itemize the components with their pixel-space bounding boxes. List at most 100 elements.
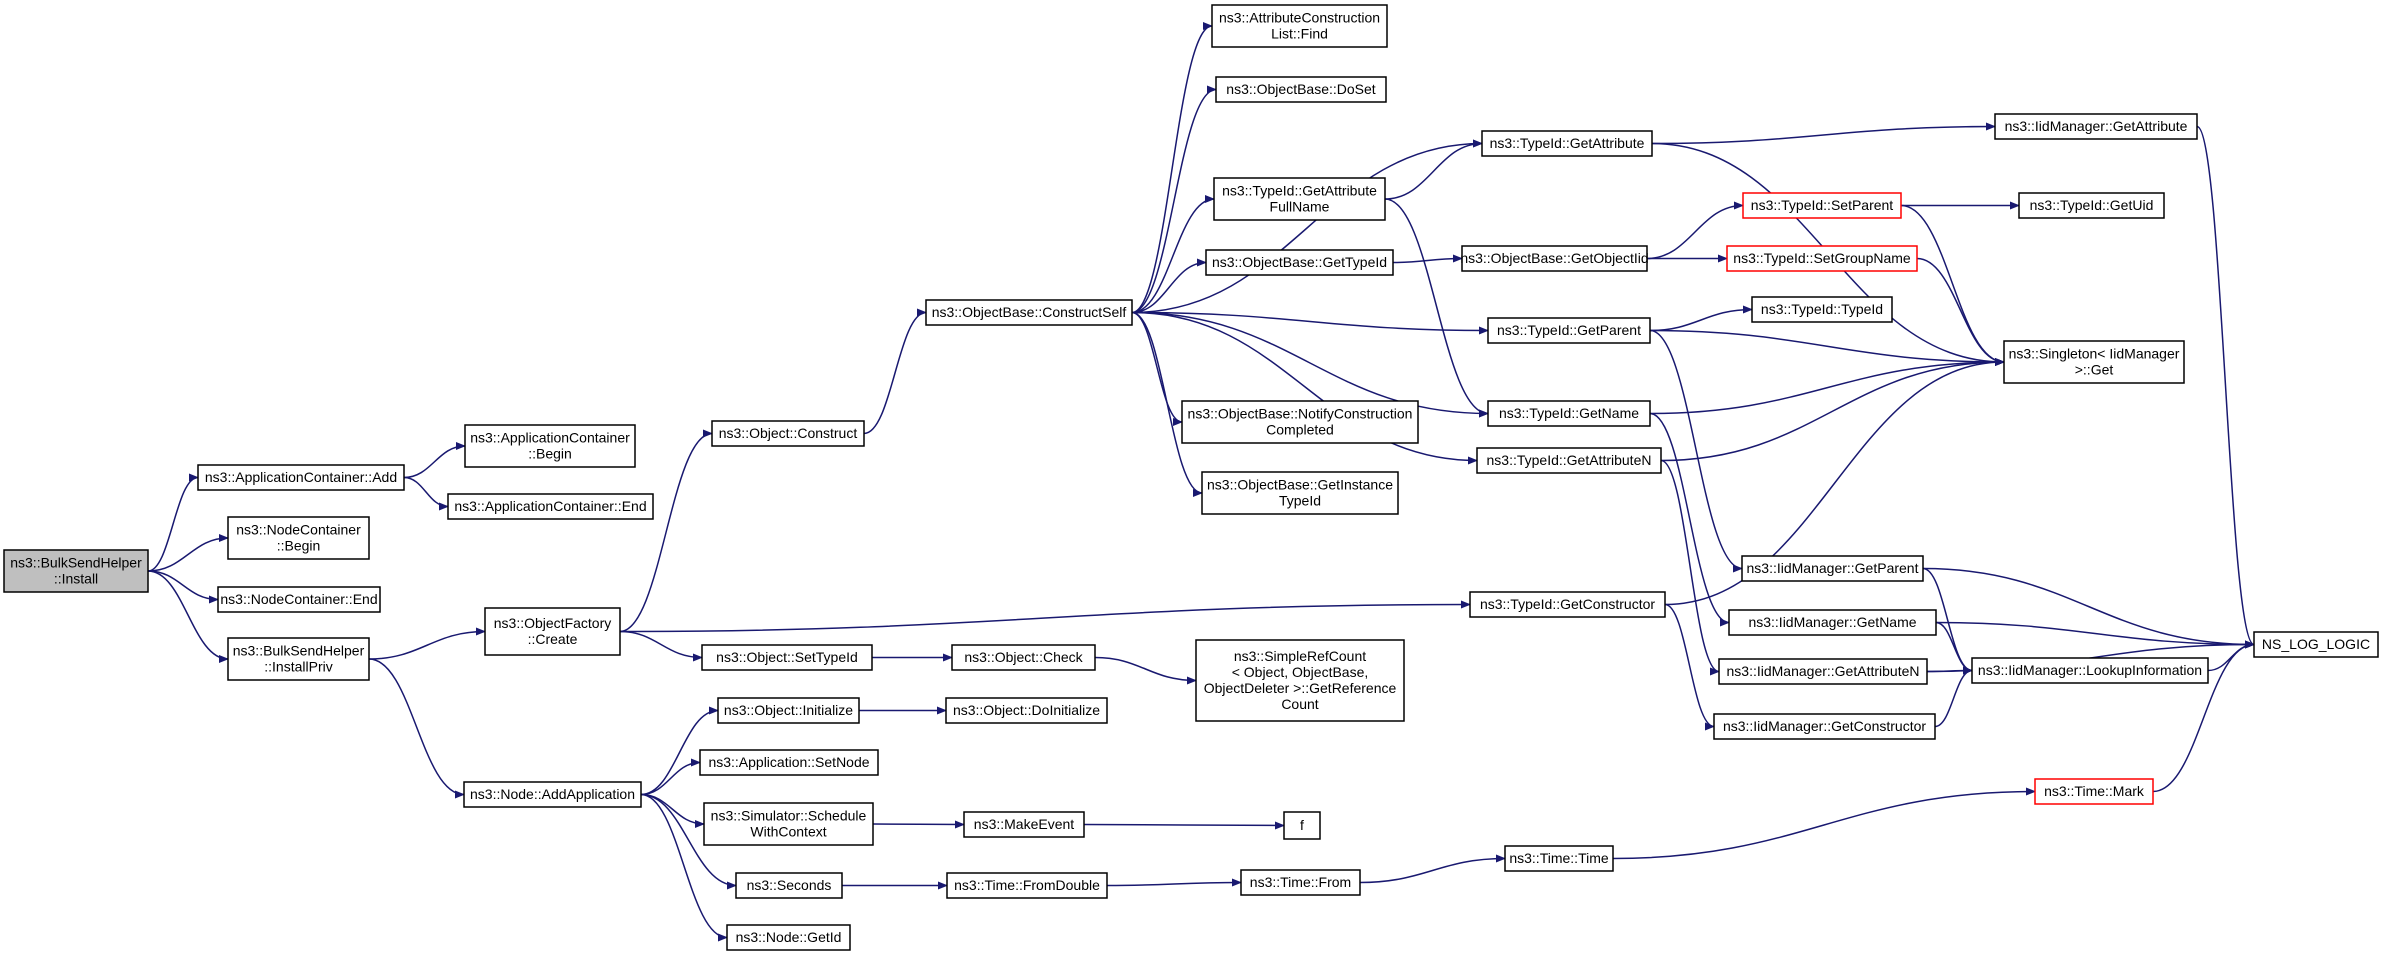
node-ns3-nodecontainer-begin[interactable]: ns3::NodeContainer::Begin <box>227 516 370 560</box>
edge-n18-to-n29 <box>1649 329 2005 366</box>
node-ns3-bulksendhelper-installpriv[interactable]: ns3::BulkSendHelper::InstallPriv <box>227 637 370 681</box>
node-label-line: ns3::TypeId::GetUid <box>2030 197 2154 213</box>
node-ns3-node-getid[interactable]: ns3::Node::GetId <box>726 924 851 951</box>
node-label-line: ::Install <box>54 571 98 587</box>
node-ns3-objectbase-constructself[interactable]: ns3::ObjectBase::ConstructSelf <box>925 299 1133 326</box>
edge-n12-to-n14 <box>1131 85 1217 314</box>
edge-n1-to-n5 <box>403 442 466 479</box>
node-ns3-iidmanager-getparent[interactable]: ns3::IidManager::GetParent <box>1741 555 1924 582</box>
edge-n47-to-n48 <box>1612 787 2036 860</box>
node-label-line: ns3::Object::DoInitialize <box>953 702 1100 718</box>
node-ns3-iidmanager-lookupinformation[interactable]: ns3::IidManager::LookupInformation <box>1971 657 2209 684</box>
node-ns3-objectbase-gettypeid[interactable]: ns3::ObjectBase::GetTypeId <box>1205 249 1394 276</box>
edge-n1-to-n6 <box>403 476 449 511</box>
node-ns3-object-doinitialize[interactable]: ns3::Object::DoInitialize <box>945 697 1108 724</box>
node-label-line: ::InstallPriv <box>264 659 332 675</box>
node-ns3-iidmanager-getname[interactable]: ns3::IidManager::GetName <box>1728 609 1937 636</box>
node-ns3-nodecontainer-end[interactable]: ns3::NodeContainer::End <box>217 586 381 613</box>
node-box <box>726 924 851 951</box>
node-ns-log-logic[interactable]: NS_LOG_LOGIC <box>2253 631 2379 658</box>
node-label-line: ns3::Object::Initialize <box>724 702 853 718</box>
node-ns3-typeid-typeid[interactable]: ns3::TypeId::TypeId <box>1751 296 1893 323</box>
node-ns3-applicationcontainer-add[interactable]: ns3::ApplicationContainer::Add <box>197 464 405 491</box>
node-label-line: Completed <box>1266 422 1334 438</box>
edge-n16-to-n15 <box>1384 139 1483 200</box>
node-label-line: ns3::TypeId::GetAttribute <box>1490 135 1645 151</box>
node-ns3-node-addapplication[interactable]: ns3::Node::AddApplication <box>463 781 642 808</box>
edge-n45-to-n46 <box>1106 878 1242 887</box>
node-box <box>2003 340 2185 384</box>
node-box <box>1211 4 1388 48</box>
node-box <box>1751 296 1893 323</box>
edge-n34-to-n33 <box>1934 666 1973 728</box>
node-label-line: ns3::NodeContainer <box>236 522 361 538</box>
node-ns3-typeid-setparent[interactable]: ns3::TypeId::SetParent <box>1742 192 1902 219</box>
node-label-line: List::Find <box>1271 26 1328 42</box>
node-ns3-simplerefcount-object-objectbase-objectdeleter-getreference-count[interactable]: ns3::SimpleRefCount< Object, ObjectBase,… <box>1195 639 1405 722</box>
node-ns3-time-time[interactable]: ns3::Time::Time <box>1504 845 1614 872</box>
node-ns3-objectbase-getobjectiid[interactable]: ns3::ObjectBase::GetObjectIid <box>1460 245 1649 272</box>
edge-n17-to-n24 <box>1392 254 1463 264</box>
node-label-line: ns3::ApplicationContainer::End <box>454 498 646 514</box>
node-ns3-bulksendhelper-install[interactable]: ns3::BulkSendHelper::Install <box>3 549 149 593</box>
node-label-line: ns3::IidManager::GetName <box>1748 614 1916 630</box>
node-ns3-iidmanager-getattributen[interactable]: ns3::IidManager::GetAttributeN <box>1718 658 1928 685</box>
edge-n12-to-n22 <box>1131 311 1478 465</box>
node-label-line: ns3::IidManager::GetAttribute <box>2005 118 2188 134</box>
node-f[interactable]: f <box>1283 811 1321 840</box>
node-box <box>1215 76 1387 103</box>
node-ns3-singleton-iidmanager-get[interactable]: ns3::Singleton< IidManager>::Get <box>2003 340 2185 384</box>
node-label-line: ns3::ApplicationContainer <box>470 430 630 446</box>
node-ns3-object-check[interactable]: ns3::Object::Check <box>951 644 1096 671</box>
node-ns3-typeid-getname[interactable]: ns3::TypeId::GetName <box>1487 400 1651 427</box>
edge-n12-to-n18 <box>1131 311 1489 335</box>
node-box <box>227 637 370 681</box>
node-ns3-iidmanager-getattribute[interactable]: ns3::IidManager::GetAttribute <box>1994 113 2198 140</box>
node-ns3-seconds[interactable]: ns3::Seconds <box>735 872 843 899</box>
node-label-line: ns3::TypeId::GetAttribute <box>1222 183 1377 199</box>
node-label-line: ns3::IidManager::GetParent <box>1747 560 1919 576</box>
node-ns3-typeid-getparent[interactable]: ns3::TypeId::GetParent <box>1487 317 1651 344</box>
edge-n12-to-n13 <box>1131 22 1213 314</box>
node-ns3-object-settypeid[interactable]: ns3::Object::SetTypeId <box>701 644 873 671</box>
node-ns3-makeevent[interactable]: ns3::MakeEvent <box>963 811 1085 838</box>
node-ns3-application-setnode[interactable]: ns3::Application::SetNode <box>699 749 879 776</box>
node-ns3-objectbase-notifyconstruction-completed[interactable]: ns3::ObjectBase::NotifyConstructionCompl… <box>1181 400 1419 444</box>
node-box <box>735 872 843 899</box>
node-label-line: ns3::Singleton< IidManager <box>2009 346 2180 362</box>
edge-n7-to-n11 <box>619 600 1471 633</box>
node-ns3-object-construct[interactable]: ns3::Object::Construct <box>711 420 865 447</box>
node-ns3-time-fromdouble[interactable]: ns3::Time::FromDouble <box>946 872 1108 899</box>
node-ns3-typeid-getuid[interactable]: ns3::TypeId::GetUid <box>2018 192 2165 219</box>
node-ns3-time-from[interactable]: ns3::Time::From <box>1240 869 1361 896</box>
node-label-line: TypeId <box>1279 493 1321 509</box>
node-box <box>925 299 1133 326</box>
node-ns3-applicationcontainer-begin[interactable]: ns3::ApplicationContainer::Begin <box>464 424 636 468</box>
node-ns3-typeid-getattributen[interactable]: ns3::TypeId::GetAttributeN <box>1476 447 1662 474</box>
node-ns3-typeid-getconstructor[interactable]: ns3::TypeId::GetConstructor <box>1469 591 1666 618</box>
node-label-line: Count <box>1281 696 1318 712</box>
node-label-line: ns3::ObjectBase::DoSet <box>1226 81 1376 97</box>
node-ns3-objectfactory-create[interactable]: ns3::ObjectFactory::Create <box>484 607 621 656</box>
node-box <box>946 872 1108 899</box>
node-ns3-iidmanager-getconstructor[interactable]: ns3::IidManager::GetConstructor <box>1713 713 1936 740</box>
node-ns3-objectbase-doset[interactable]: ns3::ObjectBase::DoSet <box>1215 76 1387 103</box>
node-box <box>1195 639 1405 722</box>
node-label-line: ns3::ObjectFactory <box>494 615 612 631</box>
node-ns3-time-mark[interactable]: ns3::Time::Mark <box>2034 778 2154 805</box>
node-label-line: ::Create <box>528 631 578 647</box>
node-ns3-typeid-setgroupname[interactable]: ns3::TypeId::SetGroupName <box>1726 245 1918 272</box>
edge-n8-to-n38 <box>640 706 719 796</box>
node-ns3-applicationcontainer-end[interactable]: ns3::ApplicationContainer::End <box>447 493 654 520</box>
node-ns3-typeid-getattribute[interactable]: ns3::TypeId::GetAttribute <box>1481 130 1653 157</box>
node-ns3-object-initialize[interactable]: ns3::Object::Initialize <box>717 697 860 724</box>
edge-n15-to-n23 <box>1651 122 1996 145</box>
node-box <box>711 420 865 447</box>
node-label-line: f <box>1300 817 1304 833</box>
node-label-line: ns3::Object::Check <box>964 649 1083 665</box>
